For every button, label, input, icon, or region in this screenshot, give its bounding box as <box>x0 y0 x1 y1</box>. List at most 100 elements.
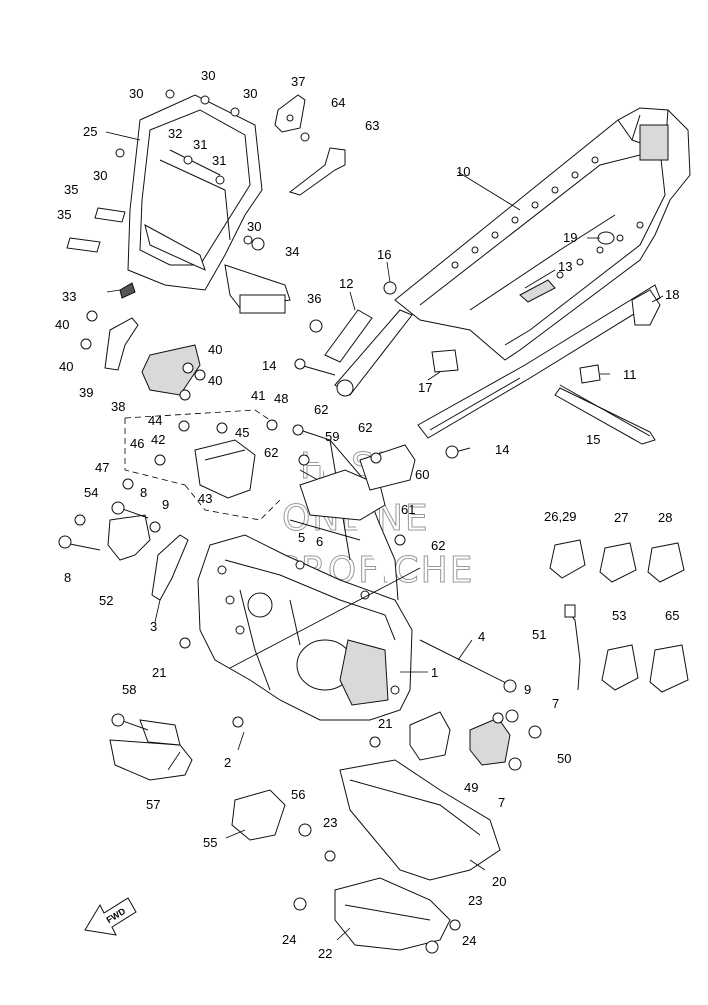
callout-label-c65: 65 <box>665 608 679 623</box>
upper-frame-part-10 <box>394 107 691 361</box>
callout-label-c51: 51 <box>532 627 546 642</box>
callout-label-c20: 20 <box>492 874 506 889</box>
callout-label-c43: 43 <box>198 491 212 506</box>
pad-part-35a <box>94 207 126 223</box>
callout-label-c18: 18 <box>665 287 679 302</box>
callout-label-c40a: 40 <box>55 317 69 332</box>
clamp-part-28 <box>647 542 685 583</box>
callout-label-c1: 1 <box>431 665 438 680</box>
collar-part-17 <box>431 349 459 373</box>
callout-label-c24b: 24 <box>462 933 476 948</box>
clamp-part-26-29 <box>549 539 586 579</box>
callout-label-c21b: 21 <box>378 716 392 731</box>
mount-part-49a <box>409 711 451 761</box>
callout-label-c56: 56 <box>291 787 305 802</box>
rail-part-12 <box>324 309 413 397</box>
plate-part-3 <box>151 534 189 601</box>
callout-label-c13: 13 <box>558 259 572 274</box>
callout-label-c62c: 62 <box>264 445 278 460</box>
callout-label-c30a: 30 <box>129 86 143 101</box>
stay-part-63 <box>288 147 346 196</box>
callout-label-c25: 25 <box>83 124 97 139</box>
clamp-part-53 <box>601 644 639 691</box>
callout-label-c40d: 40 <box>208 373 222 388</box>
callout-label-c7a: 7 <box>552 696 559 711</box>
bracket-part-58-plate <box>139 719 181 746</box>
frame-holes <box>451 156 644 279</box>
nut-part-16 <box>383 281 397 295</box>
leader-lines <box>105 131 664 941</box>
callout-label-c36: 36 <box>307 291 321 306</box>
fwd-arrow: FWD <box>84 897 137 936</box>
callout-label-c58: 58 <box>122 682 136 697</box>
callout-label-c17: 17 <box>418 380 432 395</box>
callout-label-c50: 50 <box>557 751 571 766</box>
callout-label-c30b: 30 <box>201 68 215 83</box>
callout-label-c35a: 35 <box>64 182 78 197</box>
callout-label-c9b: 9 <box>524 682 531 697</box>
callout-label-c32: 32 <box>168 126 182 141</box>
bolts <box>58 89 651 954</box>
side-rail-part-15 <box>417 284 661 445</box>
callout-label-c30e: 30 <box>247 219 261 234</box>
front-bracket-assembly <box>119 94 291 314</box>
callout-label-c64: 64 <box>331 95 345 110</box>
callout-label-c52: 52 <box>99 593 113 608</box>
callout-label-c42: 42 <box>151 432 165 447</box>
group-41-outline <box>124 409 281 521</box>
callout-label-c40b: 40 <box>59 359 73 374</box>
callout-label-c54: 54 <box>84 485 98 500</box>
callout-label-c44: 44 <box>148 413 162 428</box>
bracket-part-18 <box>631 289 661 326</box>
callout-label-c2629: 26,29 <box>544 509 577 524</box>
callout-label-c16: 16 <box>377 247 391 262</box>
tie-head-part-51 <box>564 604 576 618</box>
callout-label-c27: 27 <box>614 510 628 525</box>
callout-label-c2: 2 <box>224 755 231 770</box>
callout-label-c5: 5 <box>298 530 305 545</box>
callout-label-c3: 3 <box>150 619 157 634</box>
callout-label-c62a: 62 <box>314 402 328 417</box>
lower-guard-parts-20-22 <box>334 759 501 951</box>
grommet-part-19 <box>597 231 615 245</box>
mount-part-49b <box>469 717 511 766</box>
callout-label-c28: 28 <box>658 510 672 525</box>
callout-label-c19: 19 <box>563 230 577 245</box>
callout-label-c45: 45 <box>235 425 249 440</box>
bracket-part-57 <box>109 739 193 781</box>
callout-label-c4: 4 <box>478 629 485 644</box>
bracket-part-52 <box>107 514 151 561</box>
mount-part-61 <box>299 469 386 521</box>
callout-label-c46: 46 <box>130 436 144 451</box>
callout-label-c62d: 62 <box>431 538 445 553</box>
callout-label-c21a: 21 <box>152 665 166 680</box>
callout-label-c31a: 31 <box>193 137 207 152</box>
callout-label-c6: 6 <box>316 534 323 549</box>
callout-label-c23b: 23 <box>468 893 482 908</box>
callout-label-c30c: 30 <box>243 86 257 101</box>
callout-label-c10: 10 <box>456 164 470 179</box>
callout-label-c48: 48 <box>274 391 288 406</box>
callout-label-c40c: 40 <box>208 342 222 357</box>
callout-label-c47: 47 <box>95 460 109 475</box>
callout-label-c49: 49 <box>464 780 478 795</box>
callout-label-c38: 38 <box>111 399 125 414</box>
callout-label-c14b: 14 <box>495 442 509 457</box>
clamp-part-27 <box>599 542 637 583</box>
callout-label-c39: 39 <box>79 385 93 400</box>
callout-label-c62b: 62 <box>358 420 372 435</box>
callout-label-c30d: 30 <box>93 168 107 183</box>
damper-part-11 <box>579 364 601 384</box>
clamp-part-65 <box>649 644 689 693</box>
bracket-part-55 <box>231 789 286 841</box>
callout-label-c34: 34 <box>285 244 299 259</box>
bracket-part-39 <box>104 317 139 371</box>
callout-label-c57: 57 <box>146 797 160 812</box>
pad-part-35b <box>66 237 101 253</box>
callout-label-c12: 12 <box>339 276 353 291</box>
callout-label-c37: 37 <box>291 74 305 89</box>
callout-label-c14a: 14 <box>262 358 276 373</box>
callout-label-c22: 22 <box>318 946 332 961</box>
